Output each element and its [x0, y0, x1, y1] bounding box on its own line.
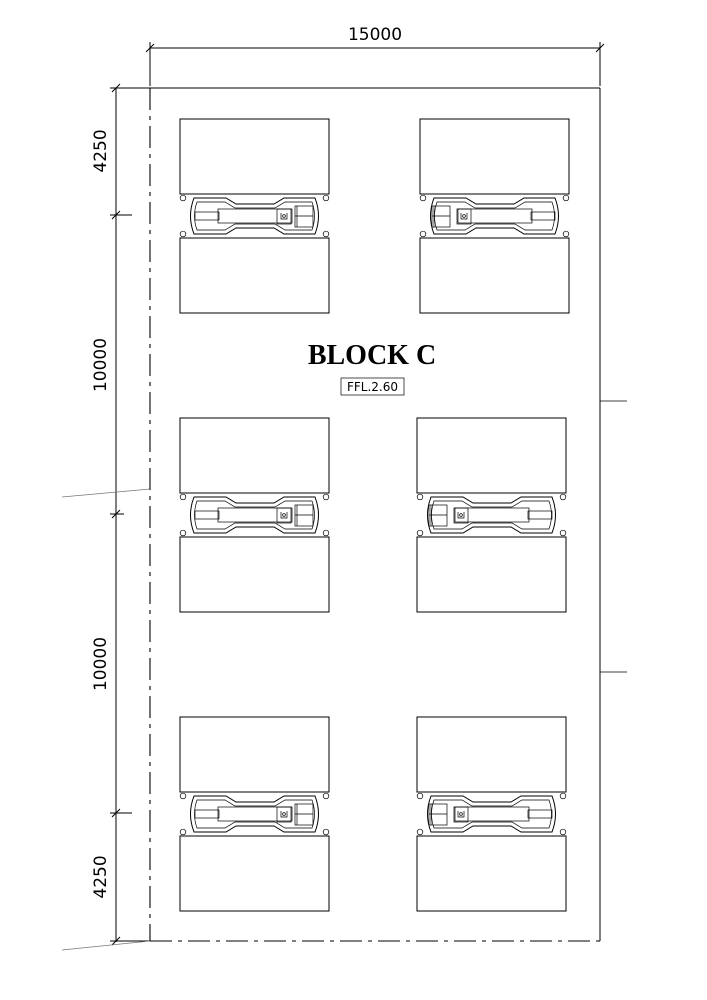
fuel-pump-icon	[294, 803, 314, 826]
fuel-pump-icon	[431, 205, 451, 228]
bollard	[419, 194, 427, 202]
upper-bay	[419, 118, 570, 195]
bollard	[559, 529, 567, 537]
lower-bay	[179, 835, 330, 912]
bollard	[322, 230, 330, 238]
left-dimension-label-3: 10000	[91, 637, 111, 691]
dispenser-island	[427, 496, 556, 534]
lower-bay	[416, 536, 567, 613]
unit-1	[179, 118, 330, 314]
fuel-pump-icon	[428, 803, 448, 826]
bollard	[562, 194, 570, 202]
bollard	[322, 828, 330, 836]
dispenser-island	[190, 197, 319, 235]
dispenser-island	[430, 197, 559, 235]
dispenser-island	[190, 795, 319, 833]
upper-bay	[179, 417, 330, 494]
level-tag-label: FFL.2.60	[347, 380, 398, 394]
nozzle-box-icon	[276, 507, 292, 524]
bollard	[179, 230, 187, 238]
dispenser-island	[427, 795, 556, 833]
top-dimension-label: 15000	[348, 25, 402, 45]
bollard	[322, 792, 330, 800]
bollard	[416, 493, 424, 501]
lower-bay	[416, 835, 567, 912]
bollard	[416, 828, 424, 836]
bollard	[559, 828, 567, 836]
left-dimension-label-1: 4250	[91, 129, 111, 172]
upper-bay	[416, 417, 567, 494]
bollard	[179, 828, 187, 836]
bollard	[322, 493, 330, 501]
block-title: BLOCK C	[308, 340, 436, 371]
lower-bay	[179, 237, 330, 314]
upper-bay	[179, 118, 330, 195]
fuel-pump-icon	[294, 205, 314, 228]
nozzle-box-icon	[276, 806, 292, 823]
bollard	[179, 194, 187, 202]
unit-3	[179, 417, 330, 613]
upper-bay	[179, 716, 330, 793]
nozzle-box-icon	[456, 208, 472, 225]
block-boundary	[149, 87, 601, 942]
level-tag: FFL.2.60	[340, 377, 405, 396]
fuel-pump-icon	[294, 504, 314, 527]
nozzle-box-icon	[276, 208, 292, 225]
bollard	[416, 792, 424, 800]
reference-lines	[61, 400, 627, 951]
unit-5	[179, 716, 330, 912]
bollard	[179, 792, 187, 800]
unit-6	[416, 716, 567, 912]
unit-group	[179, 118, 570, 912]
bollard	[179, 493, 187, 501]
unit-4	[416, 417, 567, 613]
lower-bay	[179, 536, 330, 613]
left-dimension-label-4: 4250	[91, 855, 111, 898]
bollard	[322, 194, 330, 202]
bollard	[179, 529, 187, 537]
bollard	[416, 529, 424, 537]
bollard	[322, 529, 330, 537]
upper-bay	[416, 716, 567, 793]
unit-2	[419, 118, 570, 314]
bollard	[559, 493, 567, 501]
bollard	[559, 792, 567, 800]
fuel-pump-icon	[428, 504, 448, 527]
dispenser-island	[190, 496, 319, 534]
left-dimension-label-2: 10000	[91, 338, 111, 392]
nozzle-box-icon	[453, 507, 469, 524]
left-dimension-chain: 4250 10000 10000 4250	[91, 83, 150, 946]
nozzle-box-icon	[453, 806, 469, 823]
bollard	[562, 230, 570, 238]
bollard	[419, 230, 427, 238]
top-dimension: 15000	[145, 25, 605, 86]
lower-bay	[419, 237, 570, 314]
